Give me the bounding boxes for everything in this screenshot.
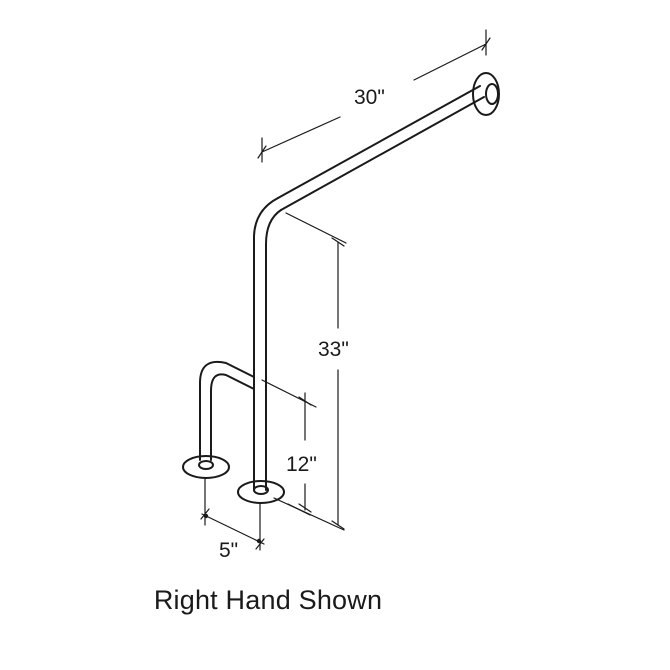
floor-flange-left <box>182 455 230 479</box>
caption: Right Hand Shown <box>153 585 383 615</box>
leg-height-dimension-line <box>261 379 317 516</box>
width-dimension-line <box>257 29 491 163</box>
height-dimension-label: 33" <box>318 338 349 361</box>
height-dimension-line <box>273 212 347 531</box>
leg-height-dimension-label: 12" <box>286 453 317 476</box>
horizontal-bar <box>277 85 485 211</box>
leg-spacing-dimension-label: 5" <box>219 539 238 562</box>
wall-flange <box>472 72 500 116</box>
floor-leg <box>199 361 255 461</box>
floor-flange-right <box>237 480 285 504</box>
main-vertical-bar <box>253 197 282 491</box>
width-dimension-label: 30" <box>354 86 385 109</box>
